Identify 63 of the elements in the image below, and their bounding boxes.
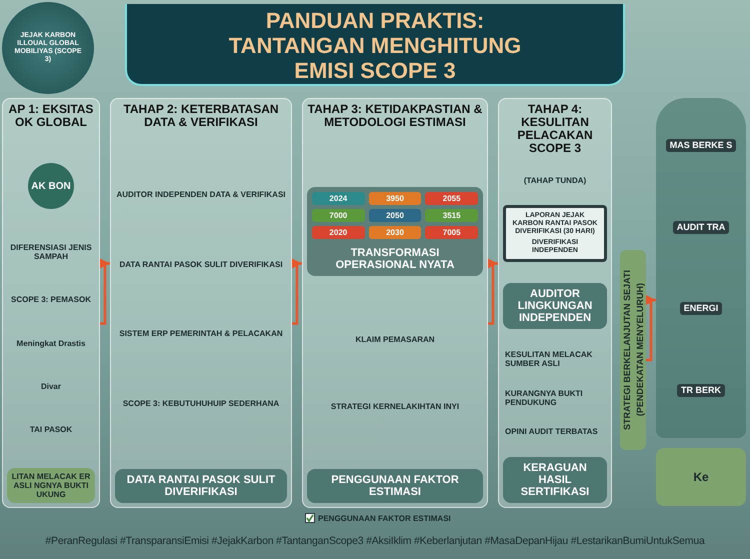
stage-heading: AP 1: EKSITAS OK GLOBAL	[8, 103, 94, 129]
tower-label: TR BERK	[677, 384, 725, 398]
tower-label: AUDIT TRA	[672, 220, 730, 234]
year-chip: 3515	[425, 209, 478, 222]
stage-panel	[302, 98, 488, 508]
stage-heading: TAHAP 2: KETERBATASAN DATA & VERIFIKASI	[122, 103, 280, 129]
arrow	[646, 295, 656, 362]
timeline-panel	[307, 187, 483, 276]
item-label: PENGGUNAAN FAKTOR ESTIMASI	[330, 474, 460, 498]
item-label: Meningkat Drastis	[16, 338, 86, 348]
stage-panel	[2, 98, 100, 508]
year-chip: 2030	[368, 226, 422, 240]
item-label: AUDITOR LINGKUNGAN INDEPENDEN	[516, 288, 594, 324]
hashtag-line: #PeranRegulasi #TransparansiEmisi #JejakKarbon #TantanganScope3 #AksiIklim #Keberlanjutan #MasaDepanHijau #LestarikanBumiUntukSemua	[44, 535, 706, 547]
item-label: STRATEGI BERKELANJUTAN SEJATI	[622, 270, 632, 430]
tower-label: ENERGI	[680, 302, 722, 316]
stage-heading: TAHAP 3: KETIDAKPASTIAN & METODOLOGI ESTIMASI	[307, 103, 483, 129]
year-chip: 7005	[425, 226, 478, 240]
item-label: (TAHAP TUNDA)	[524, 176, 586, 185]
item-label: SISTEM ERP PEMERINTAH & PELACAKAN	[119, 329, 283, 338]
year-chip: 2024	[312, 192, 365, 206]
tower-label: MAS BERKE S	[666, 138, 736, 152]
item-label: Divar	[40, 382, 61, 391]
carbon-circle	[28, 163, 74, 210]
item-label: SCOPE 3: KEBUTUHUHUIP SEDERHANA	[122, 399, 280, 408]
checklist-item: OPINI AUDIT TERBATAS	[504, 427, 599, 436]
note-text: PENGGUNAAN FAKTOR ESTIMASI	[318, 514, 451, 523]
result-box	[503, 456, 607, 503]
stage-heading: TAHAP 4: KESULITAN PELACAKAN SCOPE 3	[516, 103, 594, 155]
monitor-screen	[503, 205, 607, 262]
item-label: DATA RANTAI PASOK SULIT DIVERIFIKASI	[126, 474, 276, 498]
year-chip: 2055	[425, 192, 478, 206]
checklist-item: KESULITAN MELACAK SUMBER ASLI	[504, 350, 594, 368]
checklist-item: KURANGNYA BUKTI PENDUKUNG	[504, 388, 584, 407]
item-label: Ke	[693, 472, 709, 482]
arrow	[292, 258, 302, 325]
item-label: AK BON	[31, 180, 71, 192]
item-label: DATA RANTAI PASOK SULIT DIVERIFIKASI	[119, 260, 283, 269]
year-chip: 2020	[312, 226, 365, 240]
result-box	[115, 468, 287, 503]
stage-panel	[110, 98, 292, 508]
year-chip: 7000	[312, 209, 365, 222]
arrow	[100, 258, 110, 325]
stage-panel	[498, 98, 612, 508]
title: PANDUAN PRAKTIS: TANTANGAN MENGHITUNG EMISI SCOPE 3	[125, 4, 625, 86]
result-box	[307, 469, 483, 503]
item-label: KLAIM PEMASARAN	[355, 334, 435, 344]
item-label: LITAN MELACAK ER ASLI NGNYA BUKTI UKUNG	[11, 472, 91, 499]
item-label: DIFERENSIASI JENIS SAMPAH	[9, 243, 93, 262]
item-label: (PENDEKATAN MENYELURUH)	[634, 283, 644, 417]
strategy-bar	[620, 250, 646, 450]
item-label: STRATEGI KERNELAKIHTAN INYI	[330, 402, 460, 411]
timeline-heading: TRANSFORMASI OPERASIONAL NYATA	[334, 247, 456, 272]
year-chip: 2050	[368, 209, 422, 222]
auditor-banner	[503, 283, 607, 330]
item-label: TAI PASOK	[30, 424, 72, 434]
year-chip: 3950	[368, 192, 422, 206]
item-label: SCOPE 3: PEMASOK	[10, 295, 91, 304]
sustainability-tower	[656, 98, 746, 438]
arrow	[488, 258, 498, 325]
item-label: AUDITOR INDEPENDEN DATA & VERIFIKASI	[116, 190, 286, 199]
item-label: KERAGUAN HASIL SERTIFIKASI	[520, 462, 590, 498]
certificate-box	[656, 448, 746, 506]
